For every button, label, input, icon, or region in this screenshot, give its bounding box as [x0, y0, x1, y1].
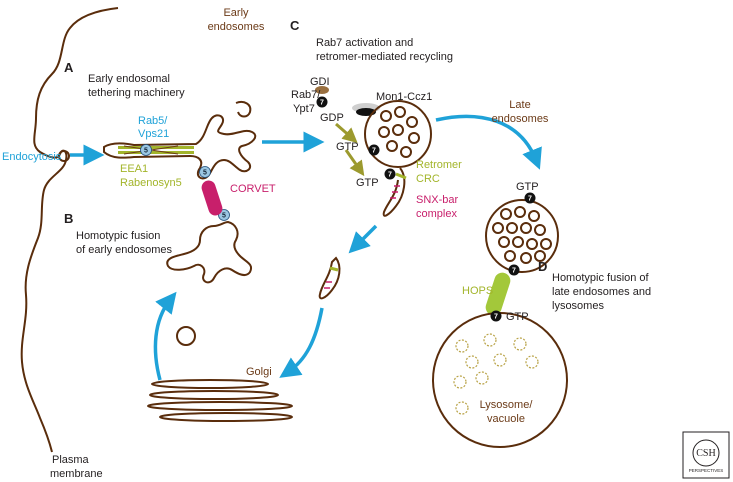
tethering-label-1: Early endosomal — [88, 73, 170, 85]
late-endosome — [485, 199, 559, 273]
svg-text:7: 7 — [528, 196, 532, 203]
svg-text:5: 5 — [222, 213, 226, 220]
rab7-label-1: Rab7/ — [291, 89, 321, 101]
gtp-label-4: GTP — [506, 311, 529, 323]
homotypic-late-label-3: lysosomes — [552, 300, 604, 312]
gtp-label-1: GTP — [336, 141, 359, 153]
gdi-label: GDI — [310, 76, 330, 88]
rab7-badge-late-bottom: 7 — [508, 264, 520, 276]
lysosome-vacuole — [432, 312, 568, 448]
rab7-badge-late-top: 7 — [524, 192, 536, 204]
svg-text:7: 7 — [388, 172, 392, 179]
rab7-activation-label-2: retromer-mediated recycling — [316, 51, 453, 63]
rabenosyn-label: Rabenosyn5 — [120, 177, 182, 189]
gdp-label: GDP — [320, 112, 344, 124]
rab7-badge-endosome-1: 7 — [368, 144, 380, 156]
snx-bar-label-1: SNX-bar — [416, 194, 459, 206]
lysosome-label-2: vacuole — [487, 413, 525, 425]
mon1-ccz1-label: Mon1-Ccz1 — [376, 91, 432, 103]
panel-d-label: D — [538, 259, 547, 274]
eea1-label: EEA1 — [120, 163, 148, 175]
early-endosomes-label-1: Early — [223, 7, 249, 19]
panel-a-label: A — [64, 60, 74, 75]
homotypic-early-label-2: of early endosomes — [76, 244, 172, 256]
svg-text:5: 5 — [144, 148, 148, 155]
golgi-to-endosome-arrow — [153, 291, 177, 381]
svg-text:7: 7 — [494, 314, 498, 321]
svg-text:PERSPECTIVES: PERSPECTIVES — [689, 468, 724, 473]
corvet-label: CORVET — [230, 183, 276, 195]
rab7-badge-lysosome: 7 — [490, 310, 502, 322]
lysosome-label-1: Lysosome/ — [480, 399, 534, 411]
svg-text:5: 5 — [203, 170, 207, 177]
endocytosis-label: Endocytosis — [2, 151, 62, 163]
rab7-badge-endosome-2: 7 — [384, 168, 396, 180]
gdp-to-gtp-arrow — [335, 122, 358, 143]
early-endosome-b — [166, 220, 252, 346]
corvet-complex — [201, 180, 223, 216]
gtp-label-2: GTP — [356, 177, 379, 189]
golgi-label: Golgi — [246, 366, 272, 378]
rab5-label-2: Vps21 — [138, 128, 169, 140]
golgi-stack — [147, 379, 293, 422]
svg-text:7: 7 — [372, 148, 376, 155]
hops-complex — [485, 272, 511, 316]
gtp-label-3: GTP — [516, 181, 539, 193]
rab7-label-2: Ypt7 — [293, 103, 315, 115]
svg-text:CSH: CSH — [696, 448, 715, 459]
recycling-carrier — [318, 256, 341, 300]
rab7-badge-gdi: 7 — [316, 96, 328, 108]
panel-c-label: C — [290, 18, 300, 33]
rab5-badge-2: 5 — [199, 166, 211, 178]
plasma-membrane-label-1: Plasma — [52, 454, 90, 466]
tethering-label-2: tethering machinery — [88, 87, 185, 99]
early-endosomes-label-2: endosomes — [208, 21, 265, 33]
gtp-to-membrane-arrow — [344, 149, 365, 177]
recycling-arrow — [348, 224, 378, 254]
gdi-protein — [315, 86, 329, 94]
rab5-badge-1: 5 — [140, 144, 152, 156]
svg-text:7: 7 — [512, 268, 516, 275]
homotypic-late-label-2: late endosomes and — [552, 286, 651, 298]
endocytic-vesicle — [58, 150, 70, 162]
svg-text:7: 7 — [320, 100, 324, 107]
crc-label: CRC — [416, 173, 440, 185]
snx-bar-label-2: complex — [416, 208, 457, 220]
panel-b-label: B — [64, 211, 73, 226]
hops-label: HOPS — [462, 285, 493, 297]
plasma-membrane-label-2: membrane — [50, 468, 103, 480]
retromer-label: Retromer — [416, 159, 462, 171]
csh-perspectives-logo: CSH PERSPECTIVES — [682, 431, 730, 479]
late-endosome-arrow — [435, 114, 542, 170]
late-endosomes-label-1: Late — [509, 99, 530, 111]
rab5-label-1: Rab5/ — [138, 115, 168, 127]
late-endosomes-label-2: endosomes — [492, 113, 549, 125]
to-golgi-arrow — [279, 307, 324, 378]
maturing-endosome — [364, 100, 432, 217]
homotypic-early-label-1: Homotypic fusion — [76, 230, 160, 242]
rab7-activation-label-1: Rab7 activation and — [316, 37, 413, 49]
homotypic-late-label-1: Homotypic fusion of — [552, 272, 650, 284]
